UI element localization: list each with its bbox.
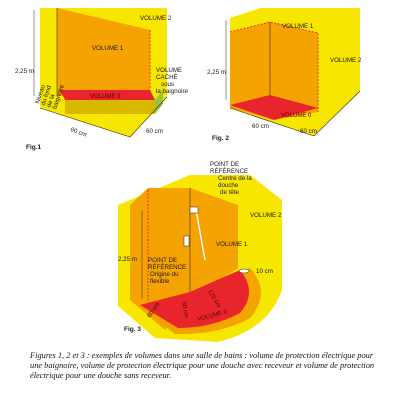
fig3-drain-icon	[238, 268, 250, 274]
fig3-volume1-wall-right	[190, 188, 238, 300]
fig1-dim-left: 60 cm	[69, 126, 87, 138]
fig2-dim-right: 60 cm	[300, 128, 317, 135]
fig1-volume1-label: VOLUME 1	[92, 45, 124, 52]
fig3-shower-pipe	[195, 209, 206, 261]
fig1-floor-edge	[39, 107, 131, 138]
svg-text:POINT DE: POINT DE	[148, 257, 177, 264]
fig3-caption: Fig. 3	[124, 326, 141, 333]
fig2-floor-edge	[229, 107, 315, 137]
svg-text:RÉFÉRENCE: RÉFÉRENCE	[210, 168, 248, 175]
svg-text:la baignoire: la baignoire	[156, 88, 189, 95]
fig2-volume0-label: VOLUME 0	[281, 113, 312, 119]
fig2-floor-edge-r	[313, 90, 361, 137]
fig1-dim-right: 60 cm	[146, 128, 163, 135]
fig3-height-label: 2,25 m	[118, 256, 137, 263]
figure-caption: Figures 1, 2 et 3 : exemples de volumes …	[30, 351, 375, 381]
svg-text:douche: douche	[218, 182, 239, 189]
svg-text:POINT DE: POINT DE	[210, 161, 239, 168]
fig3-dim-10: 10 cm	[256, 268, 273, 275]
fig2-dim-left: 60 cm	[252, 123, 269, 130]
fig2-volume2-label: VOLUME 2	[330, 57, 362, 64]
figure-3: POINT DE RÉFÉRENCE Centre de la douche d…	[118, 161, 282, 342]
svg-text:CACHÉ: CACHÉ	[156, 74, 178, 81]
fig2-caption: Fig. 2	[212, 135, 229, 142]
figure-2: VOLUME 1 VOLUME 2 VOLUME 0 2,25 m 60 cm …	[207, 8, 362, 142]
fig2-shower-tray	[230, 95, 318, 120]
fig3-volume2-label: VOLUME 2	[250, 212, 282, 219]
svg-text:VOLUME: VOLUME	[156, 67, 182, 74]
fig1-volume2-label: VOLUME 2	[140, 15, 172, 22]
fig2-volume1-label: VOLUME 1	[282, 23, 314, 30]
fig3-shower-mixer-icon	[183, 235, 190, 247]
svg-text:Centre de la: Centre de la	[218, 175, 252, 182]
fig1-hidden-label: VOLUME CACHÉ sous la baignoire	[156, 67, 189, 95]
fig3-dim-60a: 60 cm	[180, 301, 189, 318]
svg-text:RÉFÉRENCE: RÉFÉRENCE	[148, 264, 186, 271]
fig1-floor-edge-r	[129, 96, 168, 138]
fig1-height-label: 2,25 m	[15, 68, 34, 75]
fig3-volume1-label: VOLUME 1	[216, 241, 248, 248]
fig1-caption: Fig.1	[26, 144, 42, 151]
fig2-height-label: 2,25 m	[207, 69, 226, 76]
fig3-volume0-floor	[140, 270, 249, 328]
fig2-red-dash	[229, 21, 319, 112]
fig3-ref-low-label: POINT DE RÉFÉRENCE Origine du flexible	[148, 257, 186, 285]
svg-text:de tête: de tête	[220, 189, 239, 196]
svg-text:de la: de la	[46, 93, 57, 108]
svg-text:Origine du: Origine du	[150, 271, 179, 278]
svg-text:flexible: flexible	[150, 278, 170, 285]
figure-1: VOLUME 2 VOLUME 1 VOLUME 0 2,25 m Niveau…	[15, 8, 189, 151]
fig2-volume1-zone	[230, 22, 318, 120]
fig3-shower-head-icon	[189, 206, 199, 214]
svg-text:sous: sous	[161, 81, 174, 88]
fig3-ref-top-label: POINT DE RÉFÉRENCE Centre de la douche d…	[210, 161, 252, 196]
fig1-volume0-label: VOLUME 0	[90, 94, 121, 100]
fig1-bathtub-front	[65, 100, 155, 114]
fig1-volume1-zone	[57, 8, 150, 96]
fig1-bathtub-top	[60, 90, 155, 100]
